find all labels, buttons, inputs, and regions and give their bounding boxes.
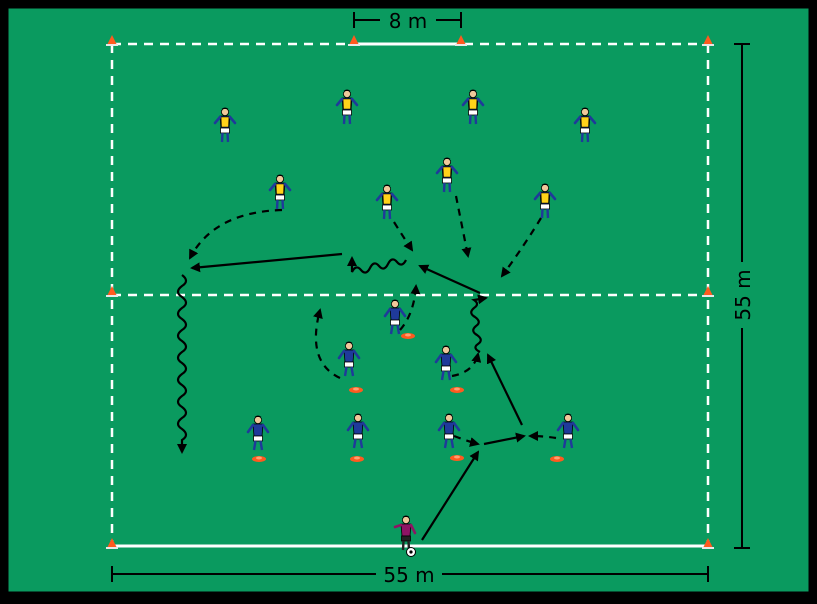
cone-icon [550, 456, 564, 462]
run-arrow [393, 221, 414, 252]
pass-arrow [190, 252, 343, 273]
dribble-arrow [470, 294, 488, 353]
right-length-label: 55 m [731, 269, 755, 320]
field-lines [110, 42, 710, 548]
soccer-ball-icon [406, 547, 416, 557]
run-arrow [528, 431, 557, 442]
cone-icon [450, 455, 464, 461]
run-arrow [453, 434, 480, 447]
dimension-top [353, 12, 462, 28]
pass-arrow [486, 353, 523, 426]
run-arrow [500, 217, 542, 278]
pass-arrow [483, 432, 526, 446]
run-arrow [451, 352, 482, 378]
movement-arrows [176, 195, 557, 541]
dribble-arrow [176, 274, 188, 454]
pass-arrow [421, 450, 480, 541]
cone-icon [450, 387, 464, 393]
goalkeeper-group [393, 514, 417, 557]
top-width-label: 8 m [389, 9, 428, 33]
cone-icon [252, 456, 266, 462]
run-arrow [313, 308, 341, 379]
bottom-width-label: 55 m [383, 563, 434, 587]
dimension-bottom [111, 566, 709, 582]
pitch-background [7, 7, 810, 593]
cone-icon [401, 333, 415, 339]
cone-icon [349, 387, 363, 393]
run-arrow [399, 284, 421, 331]
dribble-arrow [347, 256, 407, 274]
dimension-right [734, 43, 750, 549]
run-arrow [454, 195, 472, 258]
pass-arrow [418, 264, 481, 295]
cone-icon [350, 456, 364, 462]
run-arrow [189, 208, 283, 260]
